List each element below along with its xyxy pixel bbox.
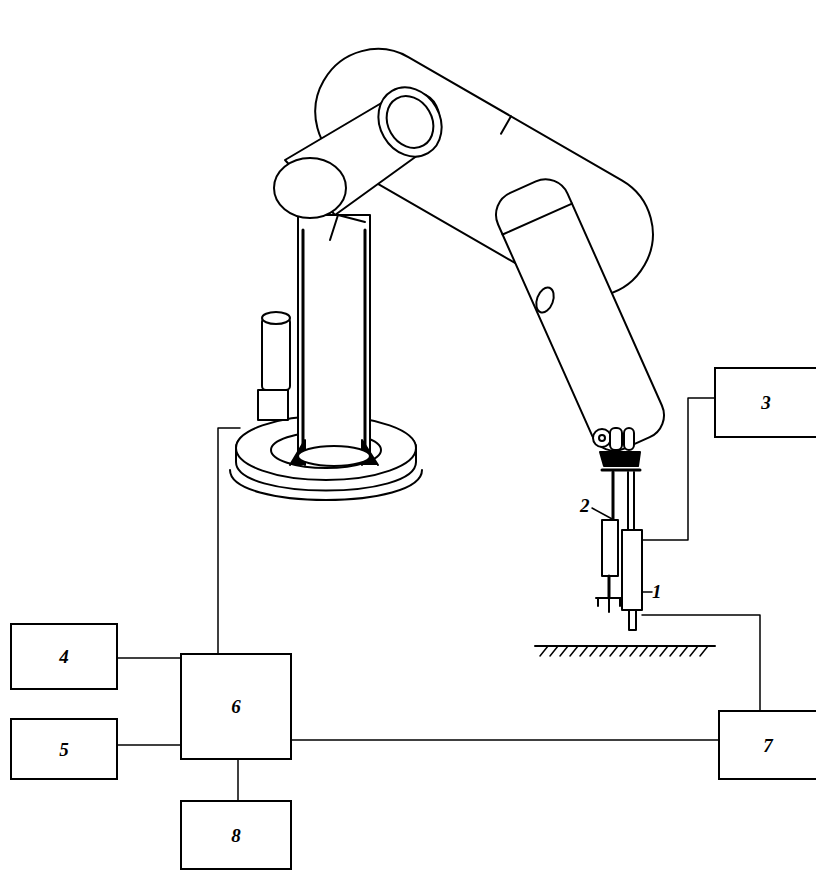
illustration-part: [330, 215, 365, 240]
numbered-box: 7: [718, 710, 816, 780]
callout-number: 1: [652, 582, 662, 601]
illustration-part: [503, 204, 572, 235]
leader-line: [642, 591, 652, 593]
illustration-part: [612, 472, 615, 520]
signal-connector: [237, 760, 239, 800]
illustration-part: [642, 615, 760, 710]
numbered-box: 8: [180, 800, 292, 870]
illustration-part: [610, 428, 622, 450]
box-number: 8: [231, 826, 241, 845]
illustration-part: [302, 230, 305, 455]
illustration-part: [633, 472, 635, 530]
illustration-part: [274, 158, 346, 218]
signal-wire: [218, 398, 760, 710]
illustration-part: [298, 215, 370, 455]
box-number: 3: [761, 393, 771, 412]
illustration-part: [622, 530, 642, 610]
numbered-box: 5: [10, 718, 118, 780]
illustration-part: [608, 576, 611, 598]
wrist-joint: [593, 428, 640, 470]
illustration-part: [488, 172, 671, 459]
illustration-part: [627, 472, 629, 530]
illustration-part: [599, 435, 605, 441]
signal-connector: [118, 657, 180, 659]
signal-connector: [292, 739, 718, 741]
leader-line: [592, 508, 614, 520]
numbered-box: 4: [10, 623, 118, 690]
illustration-part: [364, 230, 367, 455]
box-number: 5: [59, 740, 69, 759]
illustration-part: [290, 440, 378, 465]
motor: [262, 318, 290, 390]
shoulder-cylinder: [274, 76, 454, 240]
illustration-part: [501, 116, 511, 133]
illustration-part: [624, 428, 634, 450]
illustration-part: [218, 428, 240, 653]
illustration-part: [298, 446, 370, 466]
illustration-part: [366, 76, 454, 168]
callout-number: 2: [580, 496, 590, 515]
forearm-hole: [533, 285, 557, 315]
illustration-part: [642, 398, 714, 540]
illustration-part: [230, 470, 422, 500]
end-effector: [592, 472, 652, 630]
forearm: [488, 172, 671, 459]
numbered-box: 6: [180, 653, 292, 760]
illustration-part: [377, 88, 442, 157]
robot-column: [290, 215, 378, 466]
box-number: 4: [59, 647, 69, 666]
numbered-box: 3: [714, 367, 816, 438]
illustration-part: [258, 390, 288, 420]
illustration-part: [602, 520, 618, 576]
box-number: 6: [231, 697, 241, 716]
illustration-part: [593, 429, 611, 447]
illustration-part: [629, 610, 636, 630]
illustration-part: [596, 598, 622, 612]
illustration-part: [262, 312, 290, 324]
ground-hatch: [535, 646, 715, 656]
illustration-part: [540, 646, 708, 656]
box-number: 7: [763, 736, 773, 755]
signal-connector: [118, 744, 180, 746]
illustration-part: [600, 452, 640, 466]
